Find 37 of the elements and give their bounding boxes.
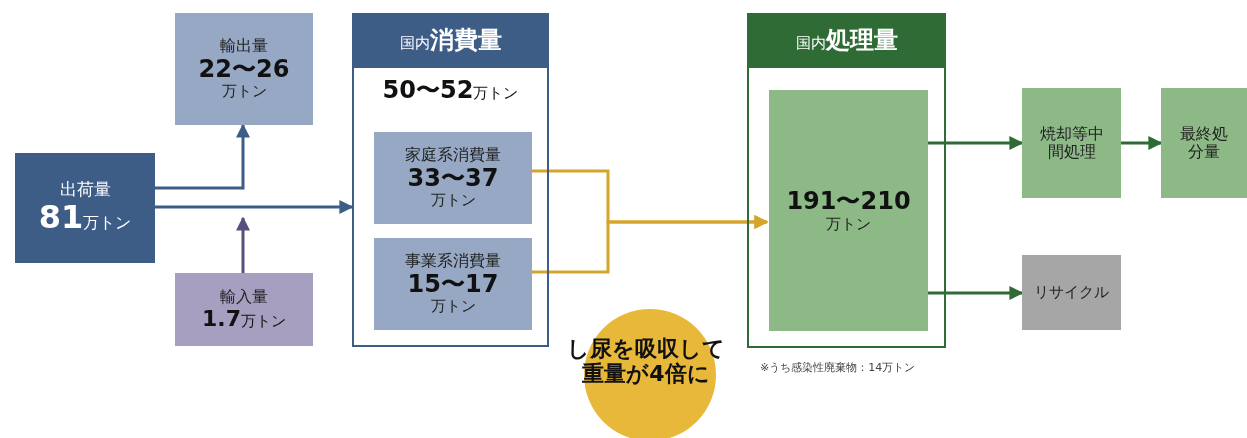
panel-title: 国内処理量 (795, 26, 898, 55)
shipment-box (15, 153, 155, 263)
business-box (374, 238, 532, 330)
footnote: ※うち感染性廃棄物：14万トン (760, 360, 916, 375)
amount-value: 22〜26 (198, 55, 290, 84)
panel-title: 国内消費量 (399, 26, 502, 55)
unit-text: 万トン (430, 298, 476, 316)
box-title: 輸入量 (220, 287, 268, 307)
box-title: 出荷量 (59, 179, 111, 200)
import-box (175, 273, 313, 346)
box-title: 輸出量 (220, 37, 268, 56)
incineration-box (1022, 88, 1121, 198)
amount-value: 33〜37 (407, 164, 499, 193)
household-box (374, 132, 532, 224)
unit-text: 万トン (430, 192, 476, 210)
unit-text: 万トン (221, 83, 267, 101)
unit-text: 万トン (826, 215, 871, 233)
treatment-panel (747, 13, 946, 348)
box-title: 家庭系消費量 (405, 146, 501, 165)
box-title: 事業系消費量 (405, 252, 501, 271)
amount-value: 15〜17 (407, 270, 499, 299)
amount-text: 1.7万トン (202, 306, 286, 332)
recycling-box (1022, 255, 1121, 330)
arrow (236, 216, 250, 273)
amount-value: 191〜210 (786, 188, 911, 216)
total-amount: 50〜52万トン (381, 77, 520, 105)
export-box (175, 13, 313, 125)
amount-text: 81万トン (38, 199, 132, 237)
arrow (1121, 136, 1163, 150)
arrow (155, 123, 250, 190)
treatment-volume-box (769, 90, 928, 331)
consumption-panel (352, 13, 549, 347)
final-disposal-box (1161, 88, 1247, 198)
arrow (155, 200, 354, 214)
box-title: 焼却等中間処理 (1038, 124, 1105, 162)
box-title: リサイクル (1034, 283, 1109, 302)
box-title: 最終処分量 (1179, 124, 1229, 162)
